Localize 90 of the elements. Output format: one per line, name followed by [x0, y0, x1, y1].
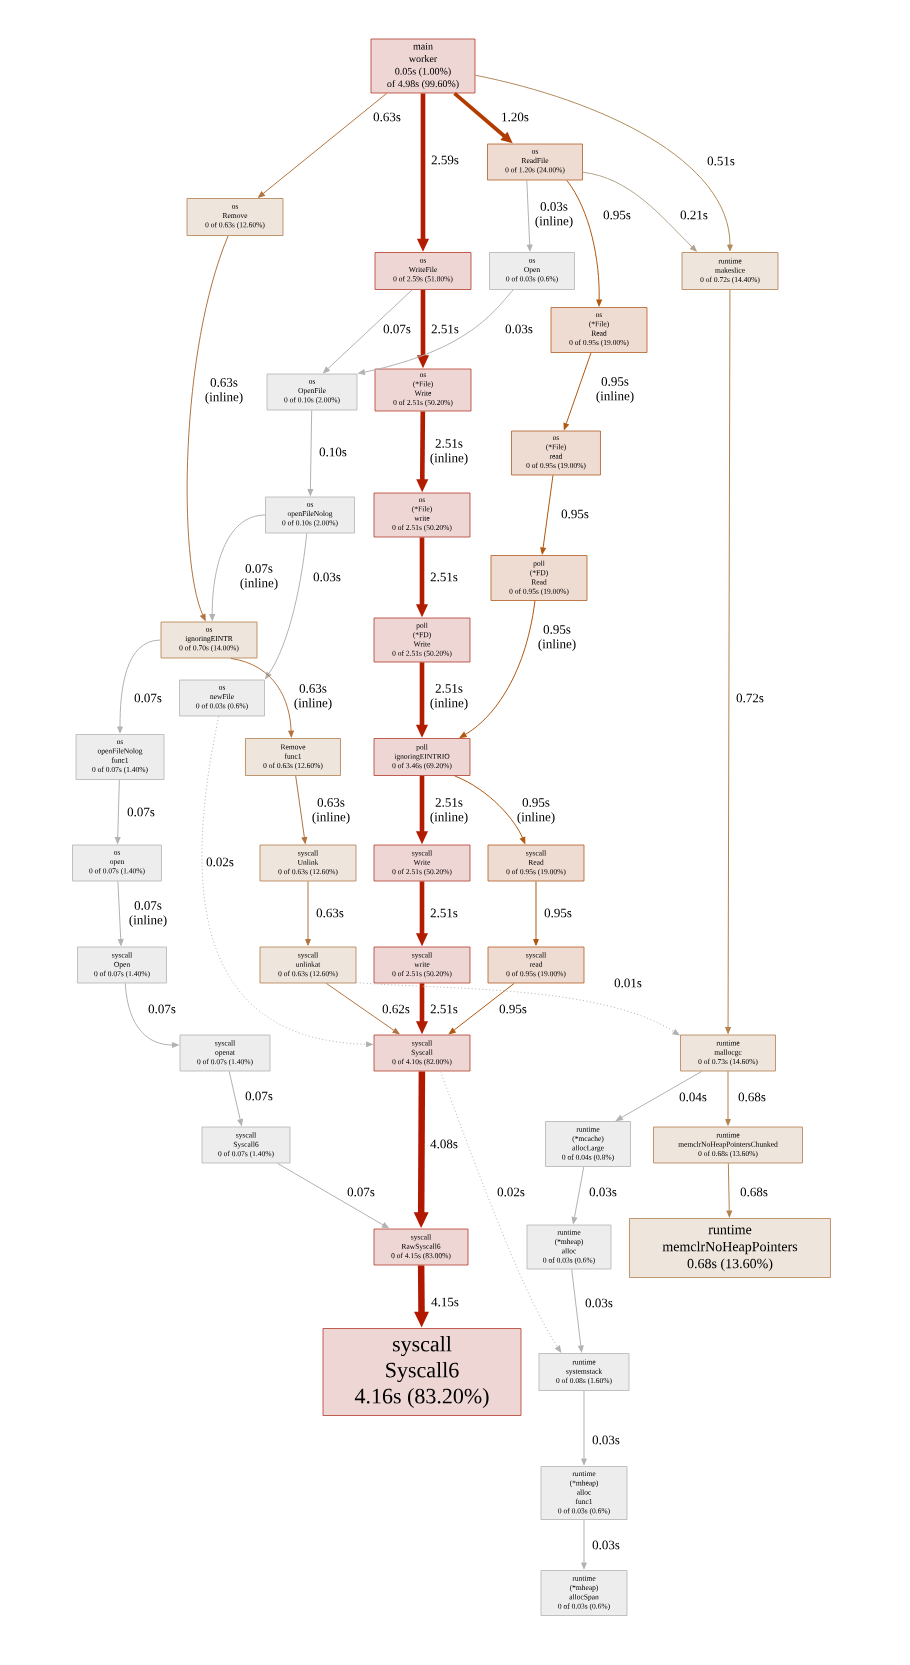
edge-label: 2.51s — [430, 572, 458, 582]
arrow — [474, 74, 733, 252]
edge-label: 0.01s — [614, 978, 642, 988]
edge-label: 0.07s — [383, 324, 411, 334]
edge-label: 0.03s — [585, 1298, 613, 1308]
edge-label: 0.95s (inline) — [538, 625, 576, 651]
arrow — [117, 880, 124, 946]
edge-label: 2.51s — [430, 1004, 458, 1014]
edge-label: 0.03s (inline) — [535, 202, 573, 228]
edge-label: 0.68s — [738, 1092, 766, 1102]
edge-label: 4.08s — [430, 1139, 458, 1149]
edge-label: 0.02s — [497, 1187, 525, 1197]
arrow — [581, 1519, 587, 1570]
arrow — [540, 474, 554, 555]
edge-label: 2.51s (inline) — [430, 439, 468, 465]
edge-label: 0.63s — [373, 112, 401, 122]
edge-label: 0.10s — [319, 447, 347, 457]
edge-label: 0.95s — [499, 1004, 527, 1014]
edge-label: 1.20s — [502, 112, 529, 122]
arrow — [258, 92, 388, 198]
arrow — [186, 235, 229, 621]
edge-label: 0.51s — [707, 156, 735, 166]
arrow — [230, 657, 294, 738]
arrow — [295, 775, 308, 844]
arrow — [563, 352, 592, 430]
edge-label: 0.07s — [245, 1091, 273, 1101]
arrow — [526, 179, 533, 252]
edge-label: 0.95s — [544, 908, 572, 918]
edge-label: 0.03s — [313, 572, 341, 582]
edge-label: 0.21s — [680, 210, 708, 220]
edge-label: 0.07s — [148, 1004, 176, 1014]
edge-label: 0.07s (inline) — [240, 564, 278, 590]
edge-label: 0.95s — [561, 509, 589, 519]
arrow — [124, 982, 179, 1048]
edge-label: 0.63s — [316, 908, 344, 918]
edge-label: 0.63s (inline) — [205, 378, 243, 404]
edge-label: 0.07s — [347, 1187, 375, 1197]
arrow — [117, 639, 162, 734]
arrow — [533, 880, 539, 946]
arrow — [323, 289, 413, 374]
edge-label: 0.04s — [679, 1092, 707, 1102]
edge-label: 0.03s — [592, 1435, 620, 1445]
arrow — [454, 775, 526, 844]
edge-label: 0.02s — [206, 857, 234, 867]
arrow — [571, 1166, 585, 1224]
arrow — [439, 1070, 562, 1353]
arrow — [571, 1268, 584, 1353]
edge-label: 2.51s — [431, 324, 459, 334]
arrow — [305, 880, 311, 946]
edge-label: 0.03s — [592, 1540, 620, 1550]
arrow — [582, 171, 697, 252]
arrow — [277, 1162, 389, 1229]
arrow — [201, 715, 373, 1048]
edge-label: 0.95s (inline) — [517, 798, 555, 824]
edge-label: 2.59s — [431, 155, 459, 165]
edge-label: 0.95s — [603, 210, 631, 220]
arrow — [581, 1390, 587, 1466]
edge-label: 0.62s — [382, 1004, 410, 1014]
edge-label: 2.51s (inline) — [430, 684, 468, 710]
edge-label: 0.68s — [740, 1187, 768, 1197]
edge-label: 0.07s — [134, 693, 162, 703]
edge-label: 4.15s — [431, 1297, 459, 1307]
edge-label: 0.63s (inline) — [294, 684, 332, 710]
arrow — [114, 779, 121, 844]
arrow — [209, 514, 266, 621]
arrow — [448, 982, 515, 1035]
arrow — [307, 409, 314, 496]
arrow — [355, 982, 680, 1036]
edge-label: 2.51s (inline) — [430, 798, 468, 824]
arrow — [228, 1070, 243, 1126]
arrow — [566, 179, 602, 307]
arrow — [265, 532, 308, 679]
edge-label: 0.95s (inline) — [596, 377, 634, 403]
arrow — [725, 1070, 731, 1126]
arrow — [616, 1070, 703, 1121]
edge-label: 0.63s (inline) — [312, 798, 350, 824]
arrow — [358, 289, 514, 375]
edge-label: 0.72s — [736, 693, 764, 703]
edge-label: 0.07s — [127, 807, 155, 817]
function-box: syscall Syscall6 4.16s (83.20%) — [322, 1328, 522, 1416]
arrow — [459, 600, 536, 738]
edge-label: 0.07s (inline) — [129, 901, 167, 927]
arrow — [726, 1162, 733, 1218]
arrow — [725, 289, 731, 1034]
function-box: main worker 0.05s (1.00%) of 4.98s (99.60%) — [370, 38, 476, 94]
edge-label: 0.03s — [505, 324, 533, 334]
function-box: runtime memclrNoHeapPointers 0.68s (13.60%) — [629, 1218, 831, 1278]
edge-label: 0.03s — [589, 1187, 617, 1197]
arrow — [325, 982, 400, 1035]
edge-label: 2.51s — [430, 908, 458, 918]
